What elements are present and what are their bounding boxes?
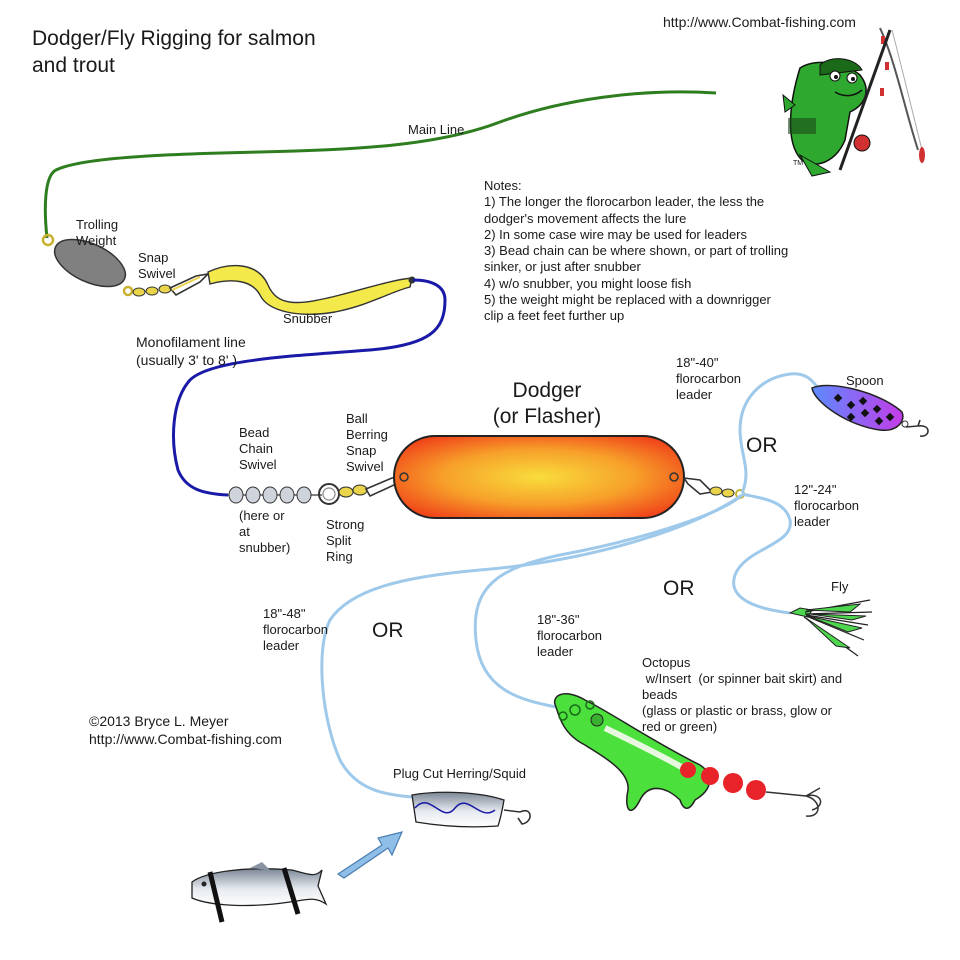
fly-icon bbox=[788, 599, 873, 657]
herring-fish-icon bbox=[191, 862, 328, 923]
trolling-weight-eye bbox=[41, 233, 55, 247]
copyright-text: ©2013 Bryce L. Meyer bbox=[89, 713, 229, 729]
monofilament-line bbox=[172, 278, 447, 497]
logo-trademark: TM bbox=[793, 160, 804, 167]
notes-block: Notes: 1) The longer the florocarbon lea… bbox=[484, 178, 788, 325]
label-here-or-at-snubber: (here or at snubber) bbox=[239, 508, 291, 555]
source-url-top: http://www.Combat-fishing.com bbox=[663, 14, 856, 30]
notes-line: 1) The longer the florocarbon leader, th… bbox=[484, 194, 765, 210]
notes-heading: Notes: bbox=[484, 178, 522, 193]
label-octopus: Octopus w/Insert (or spinner bait skirt)… bbox=[642, 655, 843, 734]
label-leader-octopus: 18"-36" florocarbon leader bbox=[537, 612, 603, 659]
label-main-line: Main Line bbox=[408, 122, 465, 137]
notes-line: sinker, or just after snubber bbox=[484, 259, 641, 275]
notes-line: dodger's movement affects the lure bbox=[484, 210, 687, 226]
plug-cut-herring-icon bbox=[411, 791, 531, 828]
label-ball-bearing-swivel: Ball Berring Snap Swivel bbox=[346, 411, 388, 474]
notes-line: 3) Bead chain can be where shown, or par… bbox=[484, 243, 789, 259]
trolling-weight bbox=[53, 238, 127, 288]
label-dodger: Dodger (or Flasher) bbox=[492, 379, 602, 428]
rear-swivel-icon bbox=[682, 476, 745, 499]
leader-fly bbox=[732, 492, 792, 615]
arrow-icon bbox=[336, 831, 404, 879]
leader-octopus bbox=[473, 493, 744, 709]
notes-line: clip a feet feet further up bbox=[484, 308, 625, 324]
octopus-icon bbox=[553, 693, 822, 817]
label-herring: Plug Cut Herring/Squid bbox=[393, 766, 526, 781]
label-trolling-weight: Trolling Weight bbox=[76, 217, 119, 248]
copyright-block: ©2013 Bryce L. Meyer http://www.Combat-f… bbox=[89, 712, 282, 748]
label-snap-swivel: Snap Swivel bbox=[138, 250, 176, 281]
label-leader-herring: 18"-48" florocarbon leader bbox=[263, 606, 329, 653]
leader-herring bbox=[320, 493, 743, 799]
or-label-3: OR bbox=[372, 619, 404, 642]
bead-chain-swivel-icon bbox=[228, 486, 322, 504]
dodger bbox=[393, 435, 685, 519]
spoon-icon bbox=[811, 384, 929, 437]
label-fly: Fly bbox=[831, 579, 849, 594]
label-leader-fly: 12"-24" florocarbon leader bbox=[794, 482, 860, 529]
leader-spoon bbox=[738, 372, 820, 494]
snubber bbox=[207, 265, 413, 315]
notes-line: 4) w/o snubber, you might loose fish bbox=[484, 275, 692, 291]
main-line bbox=[43, 90, 717, 239]
label-snubber: Snubber bbox=[283, 311, 333, 326]
ball-bearing-swivel-icon bbox=[338, 474, 405, 498]
notes-line: 5) the weight might be replaced with a d… bbox=[484, 292, 771, 308]
label-split-ring: Strong Split Ring bbox=[326, 517, 365, 564]
copyright-url: http://www.Combat-fishing.com bbox=[89, 731, 282, 747]
combat-fishing-logo bbox=[782, 27, 925, 177]
label-leader-spoon: 18"-40" florocarbon leader bbox=[676, 355, 742, 402]
or-label-2: OR bbox=[663, 577, 695, 600]
split-ring-icon bbox=[318, 483, 340, 505]
label-monofilament: Monofilament line (usually 3' to 8' ) bbox=[136, 334, 246, 368]
label-bead-chain: Bead Chain Swivel bbox=[239, 425, 277, 472]
label-spoon: Spoon bbox=[846, 373, 884, 388]
page-title: Dodger/Fly Rigging for salmon and trout bbox=[32, 27, 316, 77]
notes-line: 2) In some case wire may be used for lea… bbox=[484, 226, 748, 242]
snap-swivel-icon bbox=[132, 272, 211, 297]
or-label-1: OR bbox=[746, 434, 778, 457]
